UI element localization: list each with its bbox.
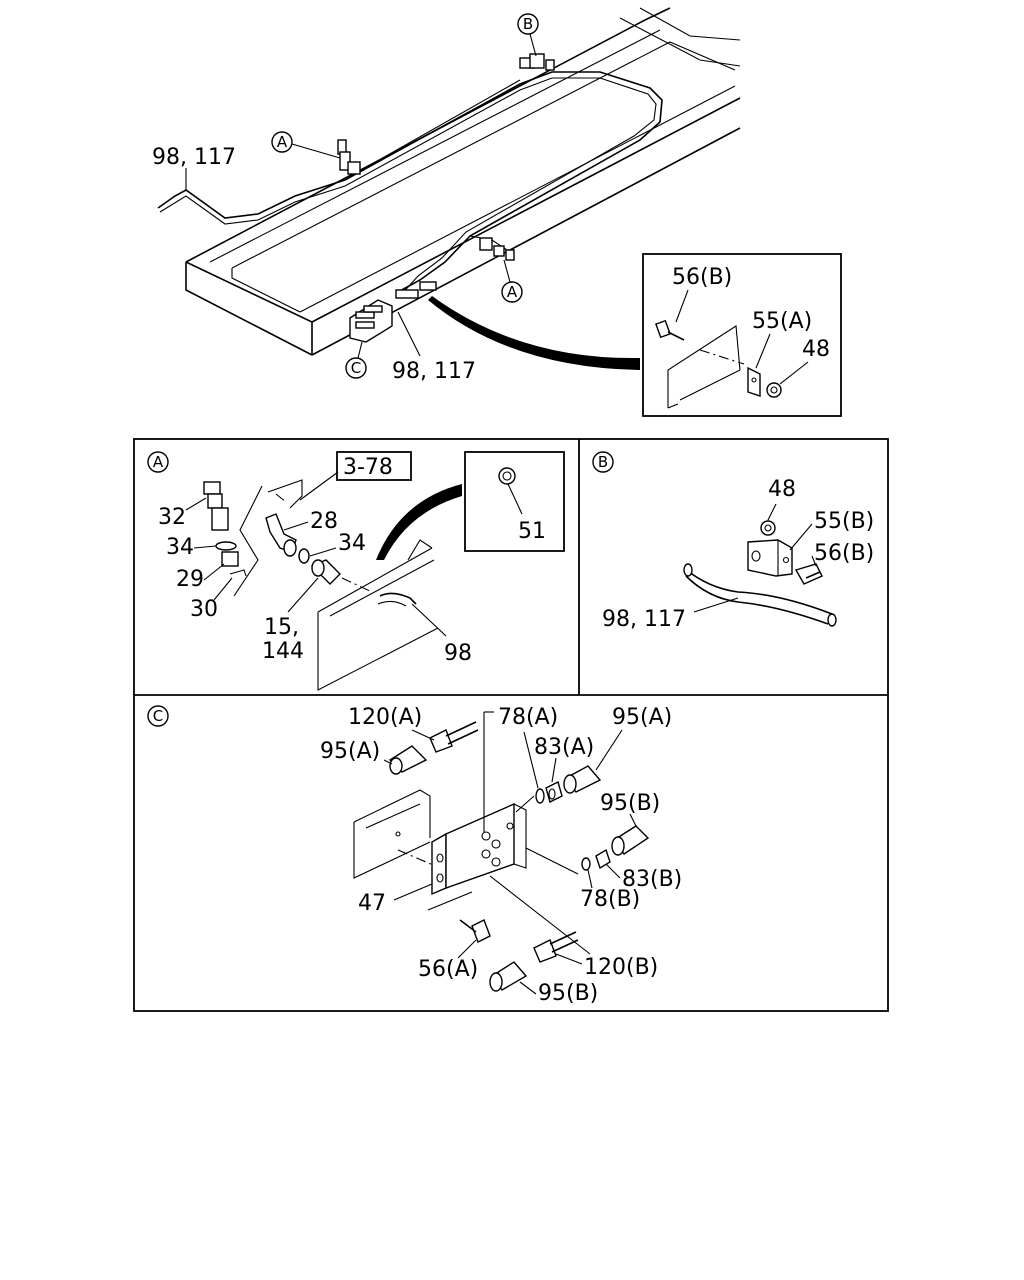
label-95a-left: 95(A) xyxy=(320,739,380,764)
washer-34-left xyxy=(215,541,237,551)
overview-hose-label-upper: 98, 117 xyxy=(152,145,236,170)
overview-clamp-a-upper xyxy=(337,139,361,175)
fitting-95b-right xyxy=(611,825,650,856)
label-144: 144 xyxy=(262,639,304,664)
marker-c-detail: C xyxy=(147,705,169,727)
overview-clamp-a-lower xyxy=(479,237,515,261)
label-28: 28 xyxy=(310,509,338,534)
label-98-117-b: 98, 117 xyxy=(602,607,686,632)
label-48-b: 48 xyxy=(768,477,796,502)
label-95b-right: 95(B) xyxy=(600,791,660,816)
stud-120a xyxy=(429,721,479,753)
svg-text:A: A xyxy=(153,453,164,471)
marker-a-upper: A xyxy=(271,131,341,159)
label-51: 51 xyxy=(518,519,546,544)
clip-30 xyxy=(229,569,247,577)
bracket-47 xyxy=(431,802,527,896)
svg-text:B: B xyxy=(523,15,533,33)
detail-b: B 48 55(B) 56(B) 98, 117 xyxy=(592,451,874,632)
ref-box-3-78: 3-78 xyxy=(299,451,412,501)
nut-29 xyxy=(221,551,239,567)
label-56b: 56(B) xyxy=(814,541,874,566)
svg-text:A: A xyxy=(277,133,288,151)
overview-hose-lines xyxy=(157,71,663,297)
detail-c: C xyxy=(147,705,682,1006)
hose-98-117-b xyxy=(683,563,837,627)
svg-text:C: C xyxy=(351,359,361,377)
label-95a-right: 95(A) xyxy=(612,705,672,730)
inset-label-48: 48 xyxy=(802,337,830,362)
fitting-32 xyxy=(203,481,229,531)
nut-83a xyxy=(545,780,563,804)
detail-a: A 3-78 xyxy=(147,451,565,691)
nut-48-b xyxy=(760,520,776,536)
label-34-right: 34 xyxy=(338,531,366,556)
inset-nut-48 xyxy=(766,382,782,398)
svg-text:B: B xyxy=(598,453,608,471)
label-95b-bottom: 95(B) xyxy=(538,981,598,1006)
label-78b: 78(B) xyxy=(580,887,640,912)
overview-frame-rail xyxy=(185,7,741,356)
nut-51 xyxy=(498,467,516,485)
overview-hose-label-lower: 98, 117 xyxy=(392,359,476,384)
svg-text:3-78: 3-78 xyxy=(343,455,393,480)
inset-nut-51 xyxy=(464,451,565,552)
label-83b: 83(B) xyxy=(622,867,682,892)
label-55b: 55(B) xyxy=(814,509,874,534)
fitting-95a-right xyxy=(563,765,602,794)
label-30: 30 xyxy=(190,597,218,622)
svg-text:C: C xyxy=(153,707,163,725)
label-56a: 56(A) xyxy=(418,957,478,982)
fitting-95b-bottom xyxy=(489,961,528,992)
bracket-55b xyxy=(747,539,793,577)
marker-a-lower: A xyxy=(501,259,523,303)
label-120b: 120(B) xyxy=(584,955,658,980)
inset-bracket-55a xyxy=(747,366,761,397)
label-29: 29 xyxy=(176,567,204,592)
washer-34-right xyxy=(298,548,310,564)
stud-120b xyxy=(533,931,579,963)
inset-label-56b: 56(B) xyxy=(672,265,732,290)
label-83a: 83(A) xyxy=(534,735,594,760)
nut-83b xyxy=(595,848,611,870)
overview-clamp-b xyxy=(519,53,555,71)
label-32: 32 xyxy=(158,505,186,530)
label-47: 47 xyxy=(358,891,386,916)
inset-label-55a: 55(A) xyxy=(752,309,812,334)
marker-a-detail: A xyxy=(147,451,169,473)
inset-callout-arrow xyxy=(428,296,640,370)
inset-bracket-detail: 56(B) 55(A) 48 xyxy=(642,253,842,417)
detail-panels-frame xyxy=(133,438,889,1012)
fitting-95a-left xyxy=(388,745,428,775)
washer-78a xyxy=(535,788,545,804)
bolt-56b xyxy=(794,563,823,585)
inset-bolt-56b xyxy=(655,319,685,341)
label-120a: 120(A) xyxy=(348,705,422,730)
label-34-left: 34 xyxy=(166,535,194,560)
label-78a: 78(A) xyxy=(498,705,558,730)
marker-b-top: B xyxy=(517,13,539,57)
svg-text:A: A xyxy=(507,283,518,301)
label-15: 15, xyxy=(264,615,299,640)
connector-15-144 xyxy=(310,559,341,585)
bolt-56a xyxy=(459,919,491,943)
marker-b-detail: B xyxy=(592,451,614,473)
elbow-fitting-28 xyxy=(265,513,297,557)
label-98: 98 xyxy=(444,641,472,666)
washer-78b xyxy=(581,857,591,871)
overview-connector-bracket-c xyxy=(349,281,437,343)
marker-c-overview: C xyxy=(345,341,367,379)
